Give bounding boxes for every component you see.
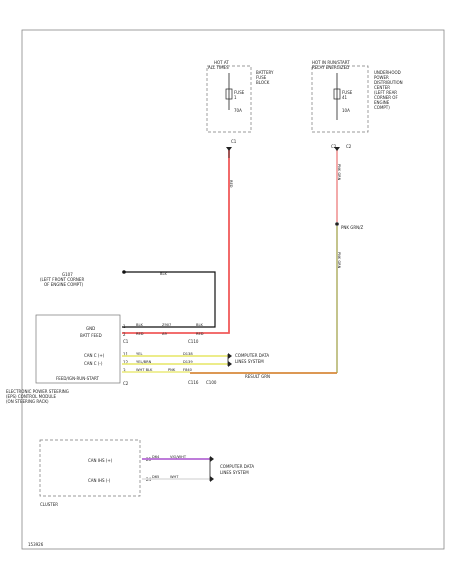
svg-text:BLK: BLK bbox=[196, 323, 203, 327]
svg-text:11: 11 bbox=[123, 352, 129, 357]
red-feed-wire: RED bbox=[122, 147, 233, 334]
svg-text:D138: D138 bbox=[183, 352, 193, 356]
svg-text:2: 2 bbox=[123, 332, 126, 337]
fuse-number-r: 41 bbox=[342, 95, 348, 100]
svg-text:1: 1 bbox=[123, 324, 126, 329]
underhood-pdc: HOT IN RUN/START RELAY ENERGIZED UNDERHO… bbox=[311, 60, 403, 149]
battery-label: BATTERY bbox=[256, 70, 274, 75]
svg-text:WHT: WHT bbox=[170, 475, 179, 479]
cluster-name: CLUSTER bbox=[40, 502, 58, 507]
svg-text:LINES SYSTEM: LINES SYSTEM bbox=[235, 359, 264, 364]
eps-module: GND BATT FEED CAN C (+) CAN C (-) FEED/I… bbox=[6, 314, 129, 404]
fuse-amps: 70A bbox=[234, 108, 242, 113]
computer-data-label: COMPUTER DATA bbox=[235, 353, 269, 358]
svg-text:D64: D64 bbox=[152, 455, 160, 459]
fuse-number: 1 bbox=[234, 95, 237, 100]
fuse-amps-r: 10A bbox=[342, 108, 350, 113]
svg-text:CAN C (+): CAN C (+) bbox=[84, 353, 105, 358]
svg-text:Z907: Z907 bbox=[162, 323, 171, 327]
fuse-text-r: FUSE bbox=[342, 90, 353, 95]
hot-run-label: HOT IN RUN/START bbox=[312, 60, 350, 65]
svg-text:DISTRIBUTION: DISTRIBUTION bbox=[374, 80, 403, 85]
svg-text:C2: C2 bbox=[123, 381, 129, 386]
ground-wire: BLK G107 (LEFT FRONT CORNER OF ENGINE CO… bbox=[40, 270, 216, 328]
svg-text:PNK GRN: PNK GRN bbox=[337, 252, 341, 269]
svg-text:GND: GND bbox=[86, 326, 95, 331]
svg-text:3: 3 bbox=[123, 368, 126, 373]
svg-text:RED: RED bbox=[136, 332, 144, 336]
svg-text:WHT BLK: WHT BLK bbox=[136, 368, 153, 372]
svg-text:(LEFT FRONT CORNER: (LEFT FRONT CORNER bbox=[40, 277, 84, 282]
hot-all-label: ALL TIMES bbox=[208, 65, 229, 70]
fuse-connector: C1 bbox=[231, 139, 237, 144]
result-label: RESULT GRN bbox=[245, 374, 270, 379]
svg-text:VIO/WHT: VIO/WHT bbox=[170, 455, 187, 459]
pnk-grn-wire: PNK GRN PNK GRN/Z PNK GRN RESULT GRN C10… bbox=[190, 147, 364, 385]
svg-text:FEED/IGN-RUN-START: FEED/IGN-RUN-START bbox=[56, 376, 100, 381]
cluster-module: CAN IHS (+) CAN IHS (-) 25 24 CLUSTER D6… bbox=[39, 439, 254, 507]
red-label: RED bbox=[229, 180, 233, 188]
fuse-text: FUSE bbox=[234, 90, 245, 95]
fuse-label: FUSE bbox=[256, 75, 267, 80]
battery-fuse-block: HOT AT ALL TIMES BATTERY FUSE BLOCK FUSE… bbox=[206, 60, 274, 144]
ground-name: G107 bbox=[62, 272, 73, 277]
svg-text:ELECTRONIC POWER STEERING: ELECTRONIC POWER STEERING bbox=[6, 389, 69, 394]
hot-at-label: HOT AT bbox=[214, 60, 229, 65]
svg-text:BLK: BLK bbox=[136, 323, 143, 327]
svg-text:CAN IHS (-): CAN IHS (-) bbox=[88, 478, 111, 483]
svg-text:BATT FEED: BATT FEED bbox=[80, 333, 102, 338]
svg-text:LINES SYSTEM: LINES SYSTEM bbox=[220, 470, 249, 475]
svg-text:YEL: YEL bbox=[136, 352, 142, 356]
svg-text:(ON STEERING RACK): (ON STEERING RACK) bbox=[6, 399, 49, 404]
svg-text:CAN C (-): CAN C (-) bbox=[84, 361, 103, 366]
svg-text:CENTER: CENTER bbox=[374, 85, 390, 90]
hot-relay-label: RELAY ENERGIZED bbox=[312, 65, 349, 70]
svg-text:C110: C110 bbox=[188, 339, 199, 344]
svg-text:COMPUTER DATA: COMPUTER DATA bbox=[220, 464, 254, 469]
footer-code: 153926 bbox=[28, 542, 44, 547]
svg-text:F840: F840 bbox=[183, 368, 193, 372]
svg-text:12: 12 bbox=[123, 360, 129, 365]
svg-text:C2: C2 bbox=[346, 144, 352, 149]
pnk-grn-label: PNK GRN bbox=[337, 164, 341, 181]
svg-text:OF ENGINE COMPT): OF ENGINE COMPT) bbox=[44, 282, 84, 287]
svg-text:CAN IHS (+): CAN IHS (+) bbox=[88, 458, 113, 463]
svg-text:RED: RED bbox=[196, 332, 204, 336]
svg-text:UNDERHOOD: UNDERHOOD bbox=[374, 70, 401, 75]
svg-text:POWER: POWER bbox=[374, 75, 389, 80]
splice-label: PNK GRN/Z bbox=[341, 225, 364, 230]
svg-text:D139: D139 bbox=[183, 360, 193, 364]
svg-text:ENGINE: ENGINE bbox=[374, 100, 390, 105]
svg-text:(EPS) CONTROL MODULE: (EPS) CONTROL MODULE bbox=[6, 394, 57, 399]
c-label: C100 bbox=[206, 380, 217, 385]
svg-text:PNK: PNK bbox=[168, 368, 176, 372]
svg-text:(LEFT REAR: (LEFT REAR bbox=[374, 90, 397, 95]
svg-text:COMPT): COMPT) bbox=[374, 105, 390, 110]
can-c-wires: YEL YEL/BRN WHT BLK PNK D138 D139 F840 C… bbox=[122, 352, 269, 385]
svg-text:C116: C116 bbox=[188, 380, 199, 385]
svg-text:A9: A9 bbox=[162, 332, 167, 336]
svg-text:CORNER OF: CORNER OF bbox=[374, 95, 398, 100]
block-label: BLOCK bbox=[256, 80, 270, 85]
diagram-border bbox=[21, 29, 445, 550]
svg-text:YEL/BRN: YEL/BRN bbox=[136, 360, 152, 364]
svg-text:C1: C1 bbox=[123, 339, 129, 344]
fuse-connector-r: C2 bbox=[331, 144, 337, 149]
svg-text:D65: D65 bbox=[152, 475, 159, 479]
blk-label: BLK bbox=[160, 272, 167, 276]
